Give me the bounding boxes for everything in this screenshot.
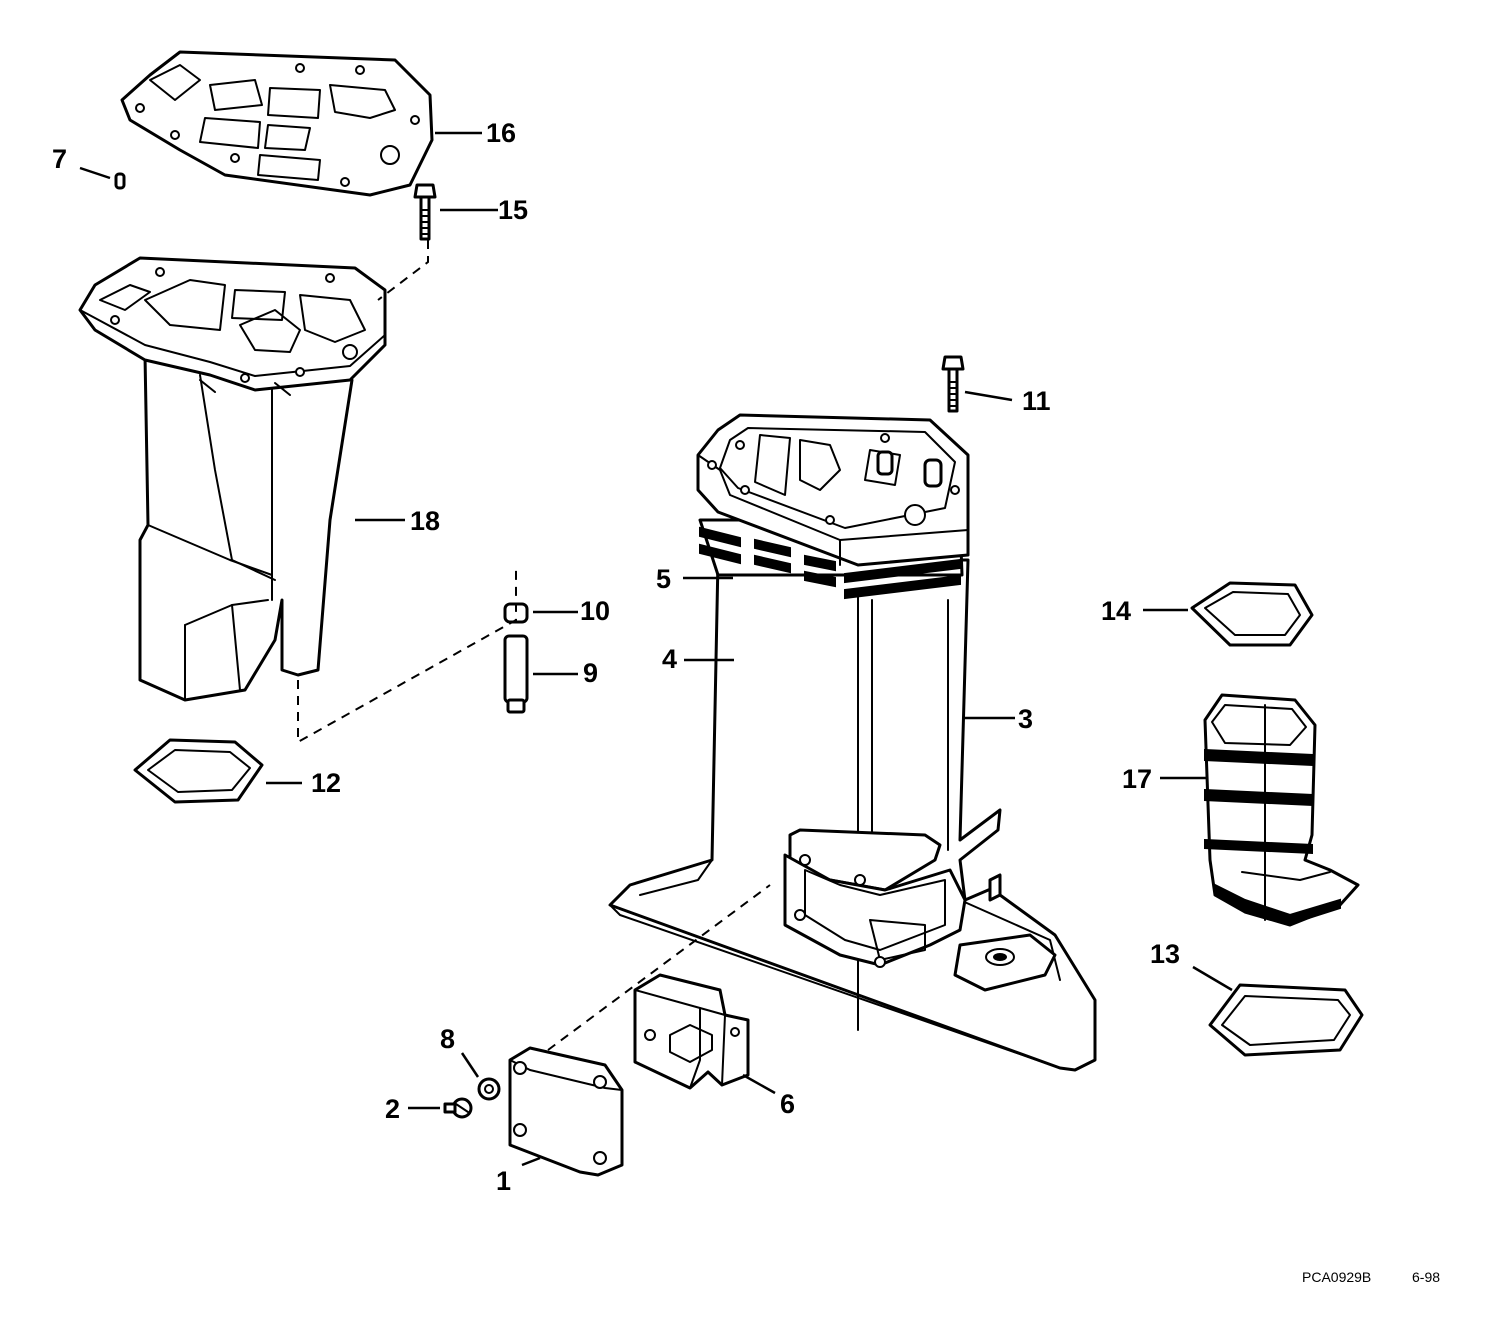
callout-10: 10 (580, 596, 610, 626)
part-11-bolt (941, 355, 965, 413)
callout-1: 1 (496, 1166, 511, 1196)
callout-15: 15 (498, 195, 528, 225)
callout-12: 12 (311, 768, 341, 798)
part-12-seal (133, 738, 264, 804)
callout-4: 4 (662, 644, 677, 674)
part-16-gasket (120, 50, 434, 197)
leader-lines (79, 131, 1233, 1167)
callout-3: 3 (1018, 704, 1033, 734)
callout-6: 6 (780, 1089, 795, 1119)
callout-17: 17 (1122, 764, 1152, 794)
part-7-dowel-pin (114, 172, 126, 190)
callout-9: 9 (583, 658, 598, 688)
part-1-cover (508, 1046, 624, 1177)
reference-code: PCA0929B (1302, 1269, 1371, 1285)
callout-2: 2 (385, 1094, 400, 1124)
part-2-screw (443, 1097, 473, 1119)
part-17-exhaust-tube (1203, 693, 1360, 927)
part-18-driveshaft-housing (78, 256, 387, 702)
part-6-mount (633, 973, 750, 1090)
part-14-seal (1190, 581, 1314, 647)
part-15-bolt (413, 183, 437, 241)
callout-14: 14 (1101, 596, 1131, 626)
callout-16: 16 (486, 118, 516, 148)
figure-reference: PCA0929B 6-98 (1302, 1269, 1440, 1285)
callout-13: 13 (1150, 939, 1180, 969)
callout-5: 5 (656, 564, 671, 594)
assembly-lines (297, 240, 771, 1051)
callout-18: 18 (410, 506, 440, 536)
date-code: 6-98 (1412, 1269, 1440, 1285)
part-8-washer (477, 1077, 501, 1101)
part-13-seal (1208, 983, 1364, 1057)
callout-7: 7 (52, 144, 67, 174)
part-3-exhaust-housing (608, 413, 1097, 1072)
callout-11: 11 (1022, 386, 1051, 416)
callout-8: 8 (440, 1024, 455, 1054)
part-9-tube (503, 634, 529, 714)
callout-labels: 1 2 3 4 5 6 7 8 9 10 11 12 13 14 15 16 1… (52, 118, 1180, 1196)
